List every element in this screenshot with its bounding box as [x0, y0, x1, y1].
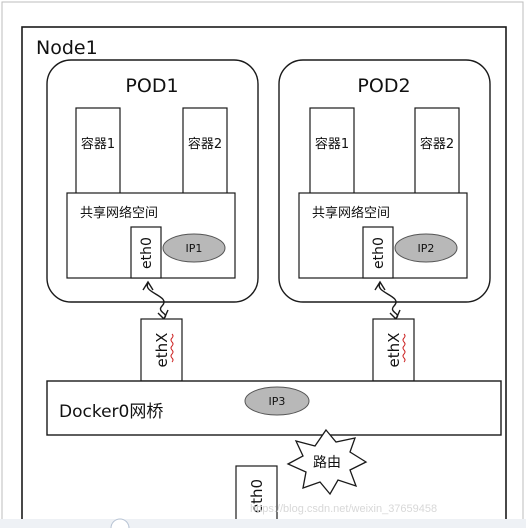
pod-1-container-1-label: 容器1	[81, 136, 115, 152]
docker0-bridge-label: Docker0网桥	[59, 402, 163, 422]
pod-1-container-1	[75, 107, 121, 196]
pod-1: POD1 容器1 容器2 共享网络空间 eth0 IP1	[46, 59, 259, 303]
ethx-2-spellcheck-underline	[402, 333, 406, 363]
ethx-1-spellcheck-underline	[170, 333, 174, 363]
veth-link-1-line	[146, 282, 167, 319]
veth-link-1-arrowhead-top	[142, 280, 154, 291]
bottom-strip	[0, 519, 526, 528]
router-starburst	[286, 428, 368, 496]
pod-1-ip-label: IP1	[186, 242, 203, 255]
bottom-scroll-button[interactable]	[110, 518, 130, 528]
pod-1-container-2	[182, 107, 228, 196]
pod-2-container-2-label: 容器2	[420, 136, 454, 152]
bridge-ip-label: IP3	[269, 395, 286, 408]
host-eth0-label: eth0	[248, 479, 266, 513]
watermark-text: https://blog.csdn.net/weixin_37659458	[250, 503, 437, 515]
pod-2-container-1-label: 容器1	[315, 136, 349, 152]
pod-2-label: POD2	[357, 75, 410, 97]
veth-link-2-arrowhead-top	[374, 280, 386, 291]
bridge-ip-ellipse	[244, 386, 310, 416]
ethx-2-box	[372, 318, 415, 382]
pod-2-ip-ellipse	[394, 233, 458, 263]
pod-1-container-2-label: 容器2	[188, 136, 222, 152]
ethx-1-label: ethX	[153, 333, 171, 368]
pod-2-eth0-box	[362, 226, 394, 279]
pod-1-eth0-label: eth0	[139, 237, 155, 269]
pod-1-label: POD1	[125, 75, 178, 97]
pod-1-eth0-box	[130, 226, 162, 279]
veth-link-2-line	[378, 282, 399, 319]
pod-2-netns-label: 共享网络空间	[312, 205, 390, 221]
router-label: 路由	[313, 455, 341, 471]
node-label: Node1	[36, 37, 98, 59]
host-eth0-box	[235, 465, 278, 527]
ethx-2-label: ethX	[385, 333, 403, 368]
pod-2: POD2 容器1 容器2 共享网络空间 eth0 IP2	[278, 59, 491, 303]
pod-2-eth0-label: eth0	[371, 237, 387, 269]
ethx-1-box	[140, 318, 183, 382]
pod-2-container-1	[309, 107, 355, 196]
pod-2-ip-label: IP2	[418, 242, 435, 255]
pod-2-container-2	[414, 107, 460, 196]
pod-1-netns-label: 共享网络空间	[80, 205, 158, 221]
pod-1-ip-ellipse	[162, 233, 226, 263]
